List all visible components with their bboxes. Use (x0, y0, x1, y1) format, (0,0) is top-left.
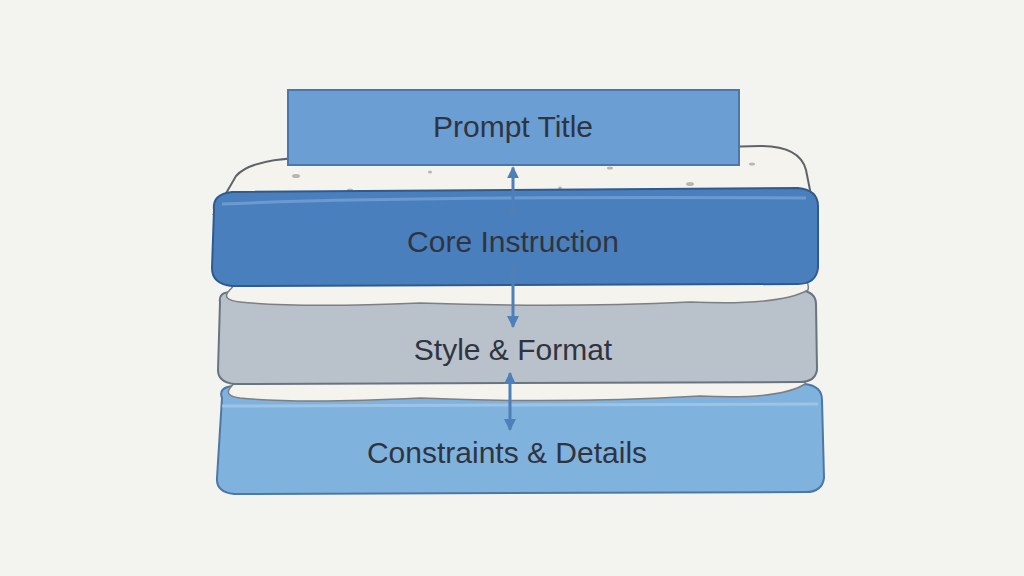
layer-label-box: Style & Format (404, 329, 622, 372)
layer-label: Constraints & Details (367, 436, 647, 471)
double-arrow (511, 265, 514, 327)
core-slab (212, 188, 818, 286)
title-box: Prompt Title (287, 89, 740, 166)
double-arrow (511, 168, 514, 219)
layer-label: Core Instruction (407, 225, 619, 260)
slab-highlight (222, 404, 818, 406)
layer-label: Prompt Title (433, 110, 593, 145)
double-arrow (508, 373, 511, 430)
layer-label-box: Constraints & Details (357, 432, 657, 475)
slab-highlight (222, 198, 806, 204)
layer-label: Style & Format (414, 333, 612, 368)
layer-label-box: Core Instruction (397, 221, 629, 264)
